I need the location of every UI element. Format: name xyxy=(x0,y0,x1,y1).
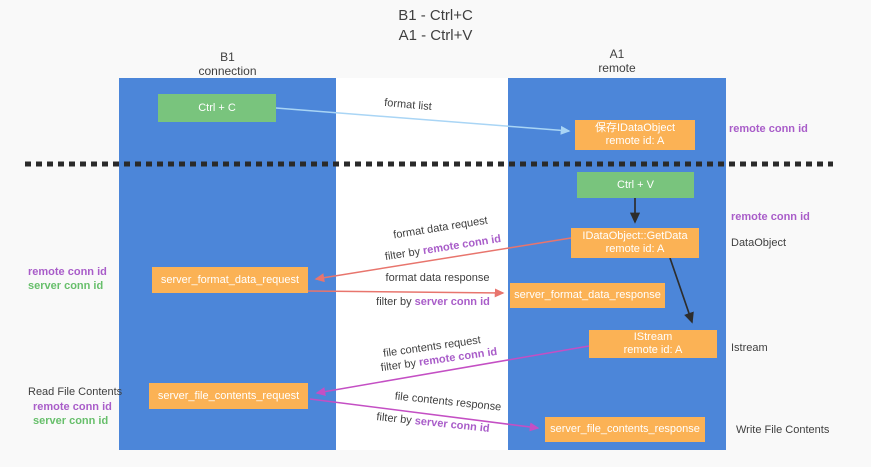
getdata-line1: IDataObject::GetData xyxy=(582,230,688,242)
format-left-remote-conn-id: remote conn id xyxy=(28,266,107,278)
server-format-data-response-label: server_format_data_response xyxy=(514,289,661,301)
lane-a1-name: A1 xyxy=(609,47,625,61)
node-ctrl-c: Ctrl + C xyxy=(158,94,276,122)
ctrl-v-label: Ctrl + V xyxy=(617,178,654,191)
remote-conn-id-annotation-mid: remote conn id xyxy=(731,211,810,223)
istream-line1: IStream xyxy=(633,331,673,343)
node-idataobject-getdata: IDataObject::GetData remote id: A xyxy=(571,228,699,258)
title-line-b1: B1 - Ctrl+C xyxy=(398,7,473,24)
istream-line2: remote id: A xyxy=(623,344,683,356)
remote-conn-id-annotation-top: remote conn id xyxy=(729,123,808,135)
file-left-remote-conn-id: remote conn id xyxy=(33,401,112,413)
read-file-contents-annotation: Read File Contents xyxy=(28,386,123,398)
node-ctrl-v: Ctrl + V xyxy=(577,172,694,198)
node-server-format-data-request: server_format_data_request xyxy=(152,267,308,293)
lane-b1-name: B1 xyxy=(220,50,235,64)
format-data-response-label: format data response xyxy=(385,272,490,284)
filter-key-server-conn-id: server conn id xyxy=(414,296,490,308)
node-server-format-data-response: server_format_data_response xyxy=(510,283,665,308)
server-file-contents-request-label: server_file_contents_request xyxy=(157,389,300,402)
filter-by-text: filter by xyxy=(376,296,415,308)
lane-b1-header: B1 connection xyxy=(119,50,336,78)
istream-annotation: Istream xyxy=(731,342,768,354)
lane-a1-header: A1 remote xyxy=(508,47,726,75)
format-data-response-filter-label: filter by server conn id xyxy=(374,296,492,308)
lane-b1-subtitle: connection xyxy=(198,64,257,78)
node-server-file-contents-request: server_file_contents_request xyxy=(149,383,308,409)
dataobject-annotation: DataObject xyxy=(731,237,787,249)
save-idataobject-line1: 保存IDataObject xyxy=(594,122,676,134)
server-format-data-request-label: server_format_data_request xyxy=(160,273,300,286)
getdata-line2: remote id: A xyxy=(605,243,665,255)
server-file-contents-response-label: server_file_contents_response xyxy=(550,423,700,435)
save-idataobject-line2: remote id: A xyxy=(605,135,665,147)
file-left-server-conn-id: server conn id xyxy=(33,415,109,427)
lane-a1-subtitle: remote xyxy=(598,61,636,75)
node-istream: IStream remote id: A xyxy=(589,330,717,358)
write-file-contents-annotation: Write File Contents xyxy=(736,424,830,436)
format-left-server-conn-id: server conn id xyxy=(28,280,104,292)
ctrl-c-label: Ctrl + C xyxy=(198,101,236,114)
node-save-idataobject: 保存IDataObject remote id: A xyxy=(575,120,695,150)
diagram-title: B1 - Ctrl+C A1 - Ctrl+V xyxy=(0,6,871,46)
node-server-file-contents-response: server_file_contents_response xyxy=(545,417,705,442)
title-line-a1: A1 - Ctrl+V xyxy=(398,27,473,44)
